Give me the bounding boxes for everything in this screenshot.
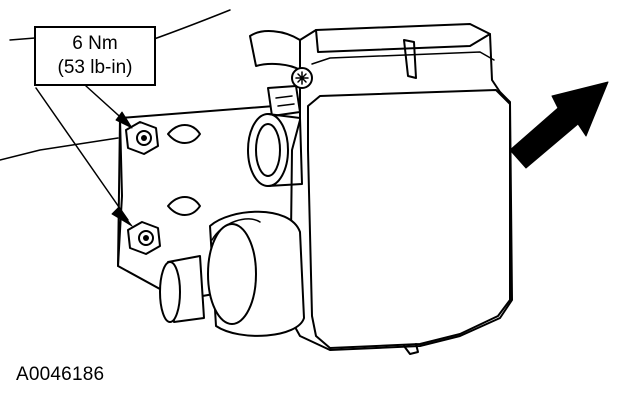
- hose-top: [249, 30, 301, 71]
- module-top-slot: [403, 39, 417, 79]
- module-top-ridge: [315, 29, 491, 53]
- frame-line-lower: [0, 137, 119, 161]
- direction-arrow-icon: [509, 81, 609, 169]
- callout-leader-upper: [85, 85, 133, 129]
- abs-module-body: [289, 23, 513, 351]
- module-cover: [307, 89, 511, 349]
- connector-clip: [275, 95, 295, 107]
- pump-motor-band: [211, 218, 261, 241]
- torx-screw-head: [295, 71, 309, 85]
- pump-motor-end: [207, 223, 257, 325]
- module-top-flange: [311, 51, 495, 65]
- electrical-connector: [267, 85, 301, 117]
- bracket-slot-upper: [167, 124, 201, 144]
- torque-value-imperial: (53 lb-in): [57, 57, 133, 78]
- module-bottom-tab: [403, 343, 419, 355]
- bolt-icon: [125, 121, 159, 155]
- bracket-slot-lower: [167, 196, 201, 216]
- bolt-icon: [127, 221, 161, 255]
- bracket-edge: [117, 117, 123, 267]
- callout-leader-lower: [35, 87, 133, 227]
- hydraulic-port-face: [159, 261, 181, 323]
- figure-id-label: A0046186: [16, 364, 105, 385]
- connector-port-inner: [255, 123, 281, 177]
- connector-housing: [267, 113, 303, 187]
- torque-callout: 6 Nm (53 lb-in): [34, 26, 156, 86]
- torque-value-metric: 6 Nm: [72, 33, 118, 54]
